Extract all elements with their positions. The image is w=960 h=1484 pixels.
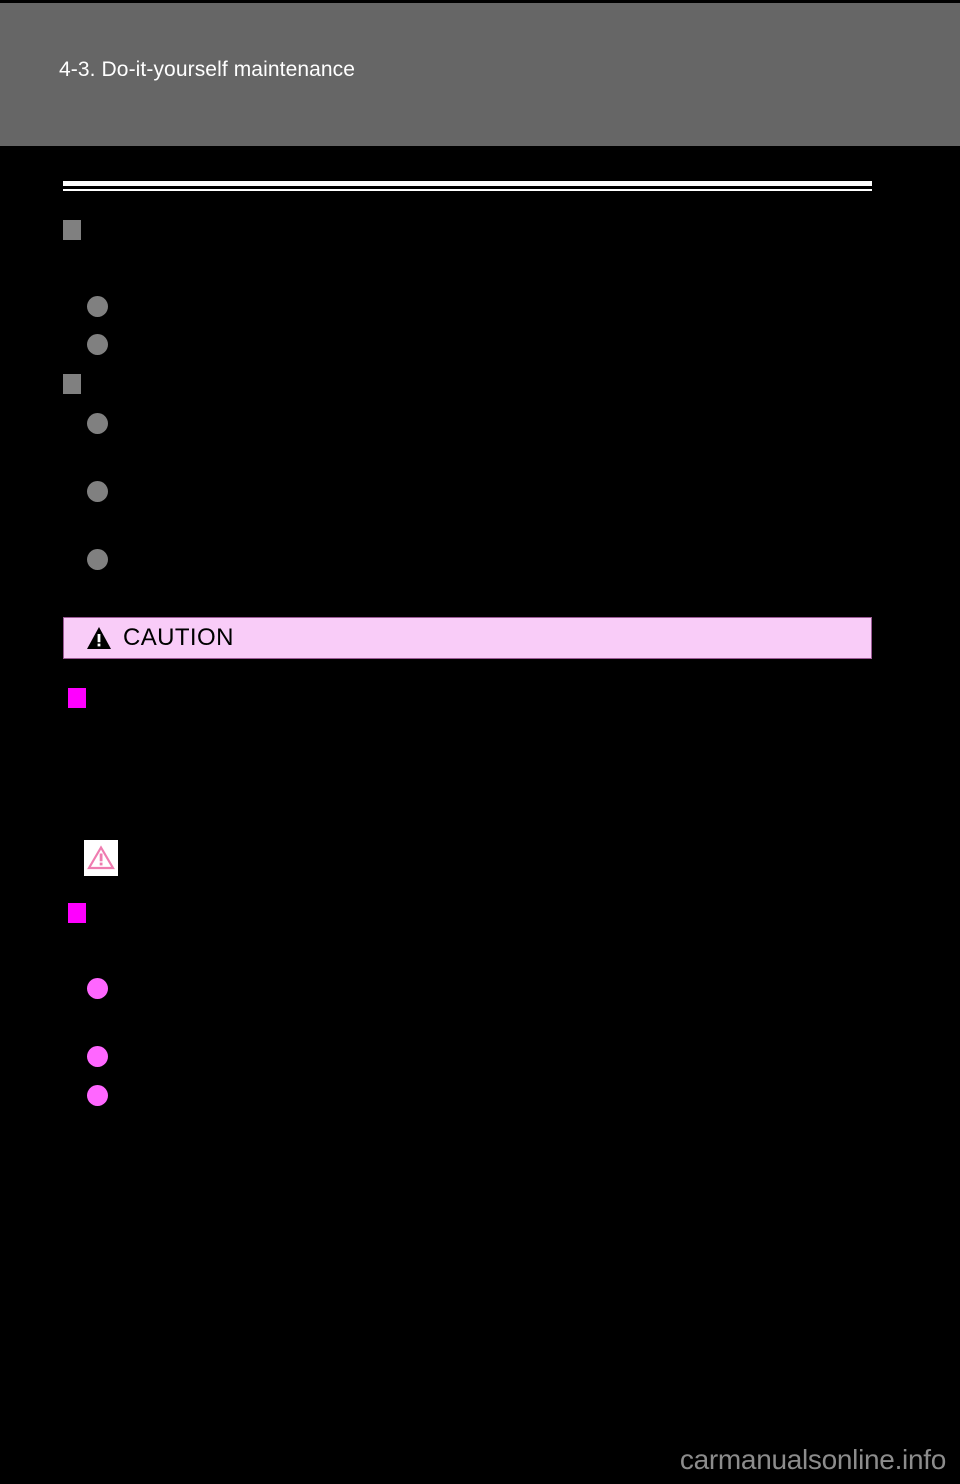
- section-divider: [63, 181, 872, 192]
- divider-rule-thin: [63, 189, 872, 191]
- section-heading-marker: [63, 374, 81, 394]
- page-title: 4-3. Do-it-yourself maintenance: [59, 58, 356, 81]
- divider-rule-gap: [63, 186, 872, 189]
- list-item-marker: [87, 413, 108, 434]
- caution-list-item-marker: [87, 1085, 108, 1106]
- caution-list-item-marker: [87, 1046, 108, 1067]
- list-item-marker: [87, 296, 108, 317]
- list-item-marker: [87, 334, 108, 355]
- caution-label: CAUTION: [123, 624, 234, 651]
- page-header-bar: 4-3. Do-it-yourself maintenance: [0, 3, 960, 146]
- footer-watermark: carmanualsonline.info: [679, 1444, 946, 1475]
- pink-warning-triangle-icon: [87, 845, 115, 870]
- caution-heading-marker: [68, 688, 86, 708]
- divider-rule-thick: [63, 181, 872, 186]
- section-heading-marker: [63, 220, 81, 240]
- caution-heading-marker: [68, 903, 86, 923]
- list-item-marker: [87, 481, 108, 502]
- caution-banner: CAUTION: [63, 617, 872, 659]
- pink-warning-icon-box: [84, 840, 118, 876]
- list-item-marker: [87, 549, 108, 570]
- warning-triangle-icon: [87, 627, 111, 649]
- caution-list-item-marker: [87, 978, 108, 999]
